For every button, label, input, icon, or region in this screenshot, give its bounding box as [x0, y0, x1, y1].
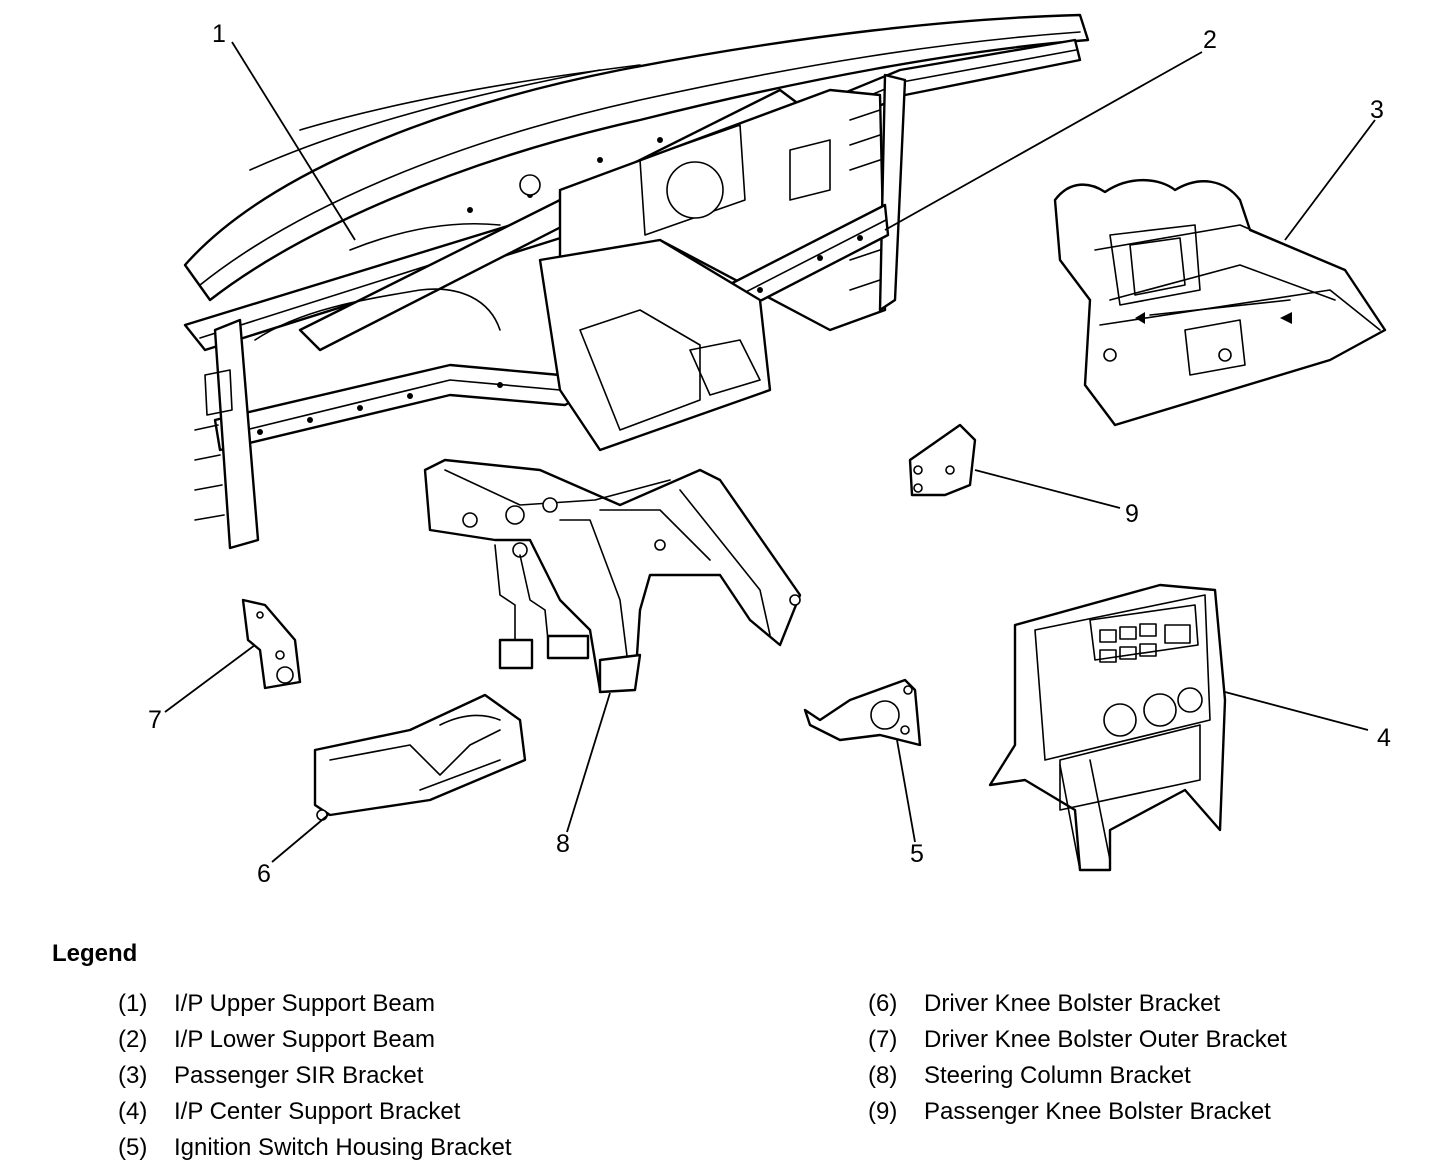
callout-2: 2 [1203, 26, 1217, 54]
legend-item-number: (8) [868, 1062, 898, 1089]
leader-line-7 [164, 644, 256, 713]
legend-item-number: (6) [868, 990, 898, 1017]
legend-item: (9) Passenger Knee Bolster Bracket [868, 1098, 1287, 1134]
leader-line-8 [566, 692, 611, 833]
leader-line-2 [884, 51, 1203, 231]
legend-item-text: Steering Column Bracket [924, 1062, 1191, 1089]
exploded-parts-diagram: 1 2 3 4 5 6 7 8 9 [148, 13, 1391, 888]
steering-column-bracket [423, 458, 802, 694]
callout-7: 7 [148, 706, 162, 734]
legend-item-number: (3) [118, 1062, 148, 1089]
callout-9: 9 [1125, 500, 1139, 528]
legend-item: (2) I/P Lower Support Beam [118, 1026, 512, 1062]
legend-item-text: I/P Upper Support Beam [174, 990, 436, 1017]
ignition-switch-housing-bracket [803, 678, 922, 747]
legend-item-text: Passenger Knee Bolster Bracket [924, 1098, 1271, 1125]
legend-item: (6) Driver Knee Bolster Bracket [868, 990, 1287, 1026]
legend-item: (5) Ignition Switch Housing Bracket [118, 1134, 512, 1170]
callout-1: 1 [212, 20, 226, 48]
callout-5: 5 [910, 840, 924, 868]
legend-item-text: I/P Center Support Bracket [174, 1098, 461, 1125]
legend-item: (4) I/P Center Support Bracket [118, 1098, 512, 1134]
passenger-sir-bracket [1053, 179, 1387, 427]
callout-3: 3 [1370, 96, 1384, 124]
legend-column-left: (1) I/P Upper Support Beam (2) I/P Lower… [118, 990, 512, 1170]
callout-6: 6 [257, 860, 271, 888]
driver-knee-bolster-outer-bracket [241, 598, 302, 690]
driver-knee-bolster-bracket [313, 693, 527, 821]
callout-labels: 1 2 3 4 5 6 7 8 9 [148, 20, 1391, 888]
legend-item-text: Passenger SIR Bracket [174, 1062, 424, 1089]
legend-item: (3) Passenger SIR Bracket [118, 1062, 512, 1098]
legend-item-number: (2) [118, 1026, 148, 1053]
legend-item-number: (9) [868, 1098, 898, 1125]
leader-lines [164, 41, 1376, 863]
legend-item-text: I/P Lower Support Beam [174, 1026, 436, 1053]
callout-8: 8 [556, 830, 570, 858]
leader-line-6 [271, 814, 329, 863]
passenger-knee-bolster-bracket [908, 423, 977, 497]
legend-item-text: Driver Knee Bolster Outer Bracket [924, 1026, 1287, 1053]
leader-line-1 [231, 41, 356, 241]
legend-column-right: (6) Driver Knee Bolster Bracket (7) Driv… [868, 990, 1287, 1134]
callout-4: 4 [1377, 724, 1391, 752]
legend-item-number: (4) [118, 1098, 148, 1125]
leader-line-3 [1284, 119, 1376, 241]
support-beam-assembly [183, 13, 1090, 550]
ip-center-support-bracket [988, 583, 1227, 872]
legend-item: (8) Steering Column Bracket [868, 1062, 1287, 1098]
legend-item-text: Driver Knee Bolster Bracket [924, 990, 1221, 1017]
legend-title: Legend [52, 940, 138, 967]
leader-line-4 [1224, 691, 1369, 731]
legend-item-number: (5) [118, 1134, 148, 1161]
legend-item: (1) I/P Upper Support Beam [118, 990, 512, 1026]
leader-line-5 [896, 739, 916, 843]
legend-item-number: (7) [868, 1026, 898, 1053]
leader-line-9 [974, 469, 1121, 509]
legend-item: (7) Driver Knee Bolster Outer Bracket [868, 1026, 1287, 1062]
legend-item-text: Ignition Switch Housing Bracket [174, 1134, 512, 1161]
legend-item-number: (1) [118, 990, 148, 1017]
